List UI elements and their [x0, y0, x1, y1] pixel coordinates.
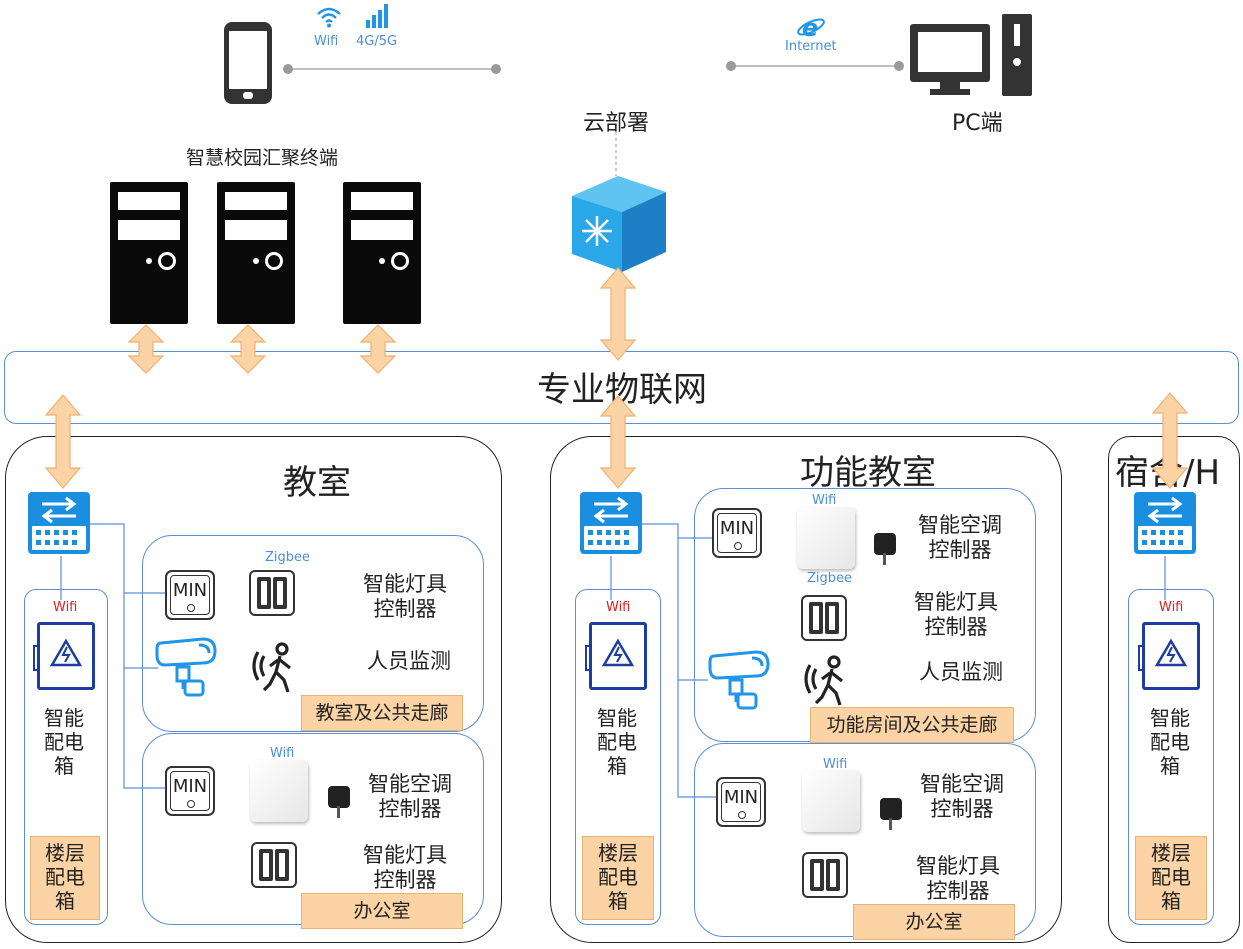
cell-signal-icon	[366, 4, 388, 28]
office-tag: 办公室	[853, 904, 1015, 940]
network-switch-icon	[580, 492, 642, 554]
floor-cabinet-tag: 楼层 配电 箱	[582, 836, 654, 920]
function-zone	[550, 436, 1062, 943]
cabinet-wifi-label: Wifi	[53, 600, 78, 615]
cell-label: 4G/5G	[356, 34, 398, 49]
phone-icon	[224, 22, 272, 104]
zigbee-label: Zigbee	[807, 571, 853, 586]
person-detection-icon	[250, 642, 300, 694]
classroom-corridor-tag: 教室及公共走廊	[301, 695, 463, 731]
ac-controller-icon	[797, 507, 855, 569]
pc-label: PC端	[952, 111, 1003, 136]
network-switch-icon	[1134, 492, 1196, 554]
smart-ac-controller-label: 智能空调 控制器	[920, 772, 1004, 821]
office-tag: 办公室	[301, 893, 463, 929]
terminals-label: 智慧校园汇聚终端	[186, 147, 339, 169]
wifi-label: Wifi	[270, 746, 295, 761]
network-switch-icon	[28, 492, 90, 554]
server-icon	[343, 182, 421, 324]
zigbee-label: Zigbee	[265, 550, 311, 565]
smart-light-controller-label: 智能灯具 控制器	[916, 854, 1000, 903]
classroom-zone	[5, 436, 502, 943]
classroom-corridor-group	[142, 535, 484, 732]
svg-text:e: e	[802, 14, 818, 40]
dorm-cabinet-column	[1128, 589, 1214, 925]
server-icon	[110, 182, 188, 324]
smart-ac-controller-label: 智能空调 控制器	[368, 772, 452, 821]
min-switch-icon: MIN	[716, 777, 766, 827]
function-room-tag: 功能房间及公共走廊	[810, 707, 1014, 743]
floor-cabinet-tag: 楼层 配电 箱	[30, 836, 100, 920]
light-switch-icon	[249, 570, 295, 616]
electrical-cabinet-icon	[1138, 622, 1200, 690]
wifi-label: Wifi	[812, 493, 837, 508]
internet-label: Internet	[785, 39, 837, 54]
min-switch-icon: MIN	[165, 570, 215, 620]
wifi-icon	[316, 6, 342, 28]
cabinet-wifi-label: Wifi	[606, 600, 631, 615]
light-switch-icon	[802, 852, 848, 898]
smart-light-controller-label: 智能灯具 控制器	[914, 590, 998, 639]
internet-explorer-icon: e	[796, 12, 826, 42]
floor-cabinet-tag: 楼层 配电 箱	[1135, 836, 1207, 920]
electrical-cabinet-icon	[33, 622, 95, 690]
ac-controller-icon	[250, 760, 308, 822]
person-monitoring-label: 人员监测	[919, 660, 1003, 684]
plug-icon	[328, 786, 350, 818]
smart-cabinet-label: 智能 配电 箱	[44, 706, 84, 778]
min-switch-icon: MIN	[165, 766, 215, 816]
person-detection-icon	[802, 655, 852, 707]
smart-light-controller-label: 智能灯具 控制器	[363, 572, 447, 621]
smart-light-controller-label: 智能灯具 控制器	[363, 843, 447, 892]
smart-cabinet-label: 智能 配电 箱	[597, 706, 637, 778]
camera-icon	[155, 637, 219, 699]
smart-cabinet-label: 智能 配电 箱	[1150, 706, 1190, 778]
plug-icon	[874, 533, 896, 565]
plug-icon	[880, 798, 902, 830]
cabinet-wifi-label: Wifi	[1159, 600, 1184, 615]
ac-controller-icon	[802, 770, 860, 832]
min-switch-icon: MIN	[712, 508, 762, 558]
function-title: 功能教室	[800, 453, 936, 493]
wifi-label: Wifi	[314, 34, 339, 49]
wifi-label: Wifi	[823, 757, 848, 772]
pc-icon	[910, 14, 1034, 96]
server-icon	[217, 182, 295, 324]
camera-icon	[708, 650, 772, 712]
function-cabinet-column	[575, 589, 661, 925]
electrical-cabinet-icon	[585, 622, 647, 690]
cloud-cube-icon	[566, 174, 668, 274]
smart-ac-controller-label: 智能空调 控制器	[918, 513, 1002, 562]
classroom-title: 教室	[283, 463, 351, 503]
cloud-label: 云部署	[583, 111, 650, 136]
light-switch-icon	[251, 842, 297, 888]
classroom-cabinet-column	[24, 589, 108, 925]
light-switch-icon	[801, 595, 847, 641]
person-monitoring-label: 人员监测	[367, 649, 451, 673]
